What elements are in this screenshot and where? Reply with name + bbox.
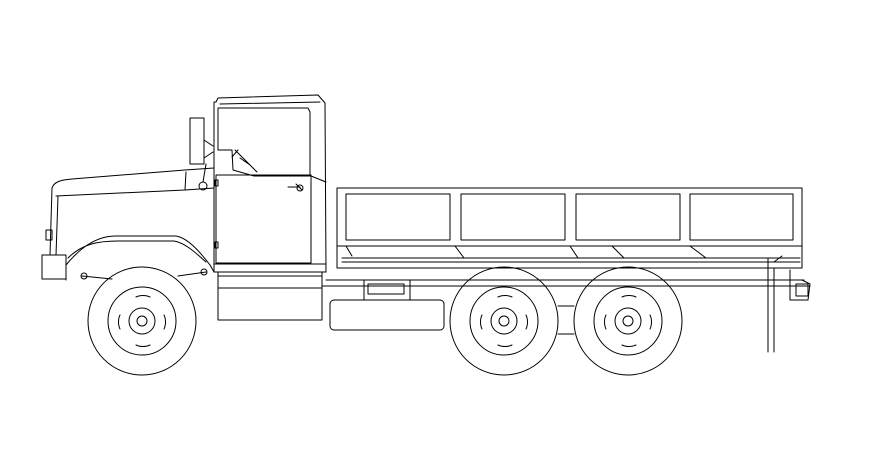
spring-bolt-rear — [201, 269, 207, 275]
battery-lid — [368, 284, 404, 294]
bed-panel-1 — [346, 194, 450, 240]
rear-hub-1 — [491, 308, 517, 334]
hood — [42, 168, 214, 280]
rear-hub-2 — [615, 308, 641, 334]
fender-skirt — [66, 265, 214, 280]
front-wheel — [88, 267, 196, 375]
rear-rim-slots-1 — [481, 296, 528, 347]
steering-wheel — [232, 150, 257, 172]
door-hinge-upper — [215, 180, 218, 186]
cab-sill — [214, 264, 326, 272]
hood-crease — [185, 188, 214, 190]
step-box — [218, 272, 322, 320]
rear-hitch — [790, 270, 810, 300]
rear-rim-slots-2 — [605, 296, 652, 347]
rear-stand-brace — [774, 256, 782, 262]
front-axle-cap — [137, 316, 147, 326]
rear-rim-2 — [594, 287, 662, 355]
rear-wheel-2 — [574, 267, 682, 375]
front-tire — [88, 267, 196, 375]
cab-door-trim — [311, 176, 326, 182]
mirror-glass — [190, 118, 204, 164]
rear-stand — [768, 258, 774, 352]
bed-floor — [337, 246, 802, 268]
bed-outline — [337, 188, 802, 246]
cab-window — [218, 108, 310, 176]
front-fender-inner — [68, 241, 206, 262]
rear-rim-1 — [470, 287, 538, 355]
stake-pockets — [346, 246, 706, 258]
headlight — [46, 230, 52, 240]
cab-door — [216, 175, 311, 263]
cab-outline — [214, 95, 326, 272]
frame-rail — [322, 280, 810, 286]
cargo-bed — [337, 188, 810, 352]
rear-axle-cap-1 — [499, 316, 509, 326]
bed-panel-3 — [576, 194, 680, 240]
rear-tire-1 — [450, 267, 558, 375]
step-box-inner — [218, 276, 322, 288]
cab — [214, 95, 326, 272]
bed-panel-2 — [461, 194, 565, 240]
front-spring — [82, 272, 206, 279]
door-hinge-lower — [215, 242, 218, 248]
chassis — [218, 272, 810, 330]
hitch-plate — [796, 284, 808, 296]
cab-roof-line — [220, 102, 320, 104]
front-rim-slots — [119, 296, 166, 347]
rear-tire-2 — [574, 267, 682, 375]
bed-panel-4 — [690, 194, 793, 240]
bed-floor-inner — [342, 258, 800, 262]
mirror-stem — [203, 164, 206, 182]
fuel-tank — [330, 300, 444, 330]
front-fender — [66, 236, 210, 265]
battery-box — [364, 280, 410, 300]
side-mirror — [190, 118, 213, 190]
front-bumper — [42, 255, 66, 279]
grille-front — [50, 188, 58, 255]
hood-top — [52, 168, 214, 188]
spring-bolt-front — [81, 273, 87, 279]
rear-axle-cap-2 — [623, 316, 633, 326]
rear-wheel-1 — [450, 267, 558, 375]
door-handle — [288, 184, 302, 190]
tandem-link — [558, 306, 574, 334]
hood-side — [56, 172, 186, 196]
front-rim — [108, 287, 176, 355]
door-lock — [297, 185, 303, 191]
front-hub — [129, 308, 155, 334]
mirror-arm — [204, 140, 213, 158]
